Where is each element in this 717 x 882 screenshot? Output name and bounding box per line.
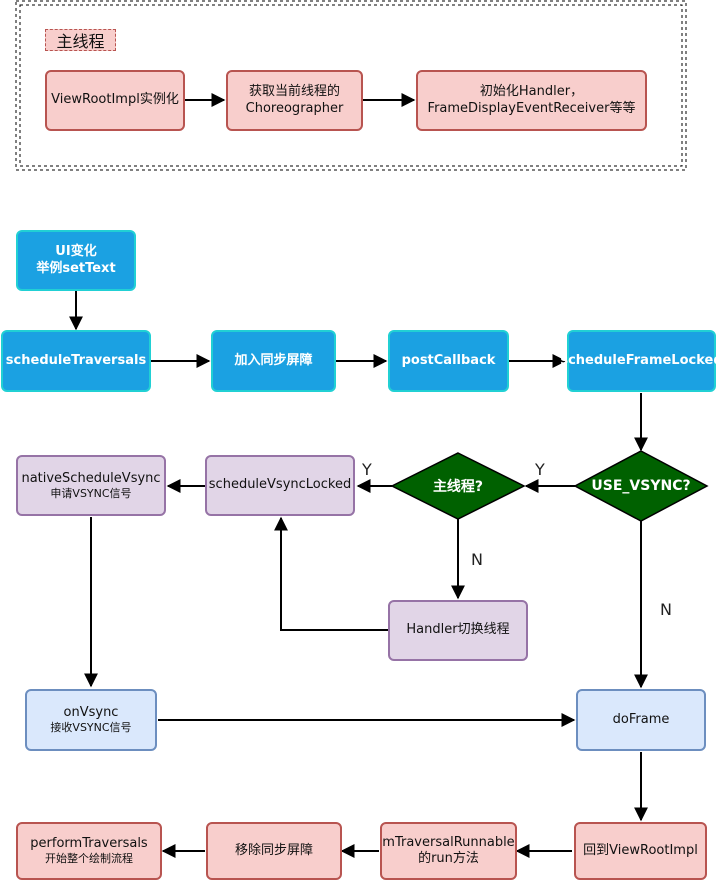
- node-get-choreographer-line2: Choreographer: [245, 100, 344, 116]
- node-perform-traversals: performTraversals 开始整个绘制流程: [16, 822, 162, 880]
- node-on-vsync: onVsync 接收VSYNC信号: [25, 689, 157, 751]
- node-perform-traversals-line2: 开始整个绘制流程: [45, 852, 133, 866]
- node-view-root-impl-init: ViewRootImpl实例化: [45, 70, 185, 131]
- node-native-schedule-vsync: nativeScheduleVsync 申请VSYNC信号: [16, 455, 166, 516]
- node-native-schedule-vsync-line2: 申请VSYNC信号: [50, 486, 132, 500]
- decision-use-vsync-text: USE_VSYNC?: [591, 478, 691, 494]
- node-back-to-view-root-impl: 回到ViewRootImpl: [574, 822, 707, 880]
- node-remove-sync-barrier: 移除同步屏障: [206, 822, 342, 880]
- node-get-choreographer: 获取当前线程的 Choreographer: [226, 70, 363, 131]
- node-view-root-impl-init-text: ViewRootImpl实例化: [51, 92, 179, 108]
- node-schedule-traversals: scheduleTraversals: [1, 330, 151, 392]
- node-ui-change: UI变化 举例setText: [16, 230, 136, 291]
- node-m-traversal-runnable-line1: mTraversalRunnable: [382, 834, 515, 850]
- node-do-frame: doFrame: [576, 689, 706, 751]
- node-init-handler: 初始化Handler， FrameDisplayEventReceiver等等: [416, 70, 647, 131]
- node-get-choreographer-line1: 获取当前线程的: [248, 84, 340, 100]
- node-handler-switch-thread: Handler切换线程: [388, 600, 528, 661]
- node-schedule-traversals-text: scheduleTraversals: [5, 352, 147, 368]
- edge-label-main-thread-yes: Y: [362, 460, 372, 479]
- node-schedule-frame-locked: scheduleFrameLocked: [560, 330, 717, 392]
- node-do-frame-text: doFrame: [612, 711, 670, 727]
- node-remove-sync-barrier-text: 移除同步屏障: [234, 842, 313, 858]
- node-ui-change-line1: UI变化: [55, 244, 97, 260]
- node-ui-change-line2: 举例setText: [36, 260, 116, 276]
- node-back-to-view-root-impl-text: 回到ViewRootImpl: [583, 842, 698, 858]
- node-on-vsync-line2: 接收VSYNC信号: [50, 721, 132, 735]
- node-schedule-vsync-locked-text: scheduleVsyncLocked: [208, 477, 352, 493]
- node-perform-traversals-line1: performTraversals: [30, 836, 148, 851]
- node-on-vsync-line1: onVsync: [63, 705, 119, 720]
- node-post-callback: postCallback: [388, 330, 509, 392]
- main-thread-group-frame-inner: [19, 4, 683, 167]
- node-handler-switch-thread-text: Handler切换线程: [406, 622, 510, 638]
- node-schedule-frame-locked-text: scheduleFrameLocked: [560, 352, 717, 368]
- node-init-handler-line1: 初始化Handler，: [479, 84, 584, 100]
- node-schedule-vsync-locked: scheduleVsyncLocked: [205, 455, 355, 516]
- edge-label-use-vsync-yes: Y: [535, 460, 545, 479]
- node-add-sync-barrier-text: 加入同步屏障: [234, 352, 313, 368]
- edge-label-main-thread-no: N: [471, 550, 483, 569]
- decision-main-thread-text: 主线程?: [432, 479, 484, 495]
- node-m-traversal-runnable: mTraversalRunnable 的run方法: [380, 822, 517, 880]
- node-m-traversal-runnable-line2: 的run方法: [418, 851, 479, 866]
- edge-label-use-vsync-no: N: [660, 600, 672, 619]
- node-init-handler-line2: FrameDisplayEventReceiver等等: [427, 100, 636, 116]
- edge-handler-to-schedule-vsync-locked: [274, 516, 388, 631]
- node-post-callback-text: postCallback: [401, 352, 496, 368]
- node-add-sync-barrier: 加入同步屏障: [211, 330, 336, 392]
- node-native-schedule-vsync-line1: nativeScheduleVsync: [21, 470, 161, 486]
- main-thread-group-label: 主线程: [45, 29, 116, 51]
